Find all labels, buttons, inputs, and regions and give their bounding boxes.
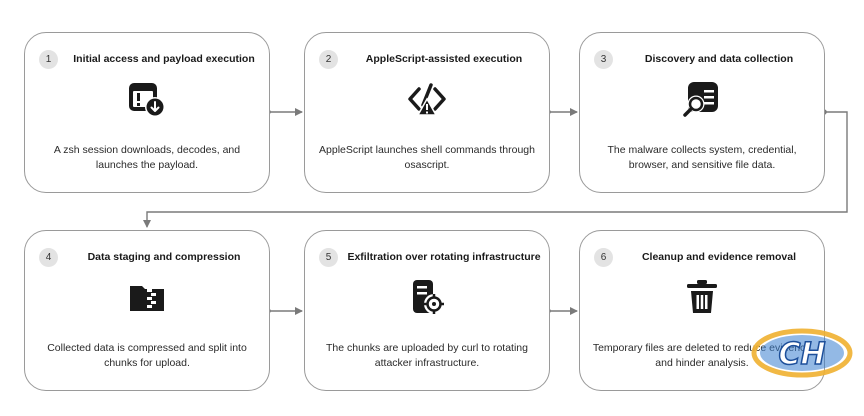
step-title: Discovery and data collection (644, 53, 794, 65)
step-number-badge: 6 (594, 248, 613, 267)
step-card-4: 4 Data staging and compression Collected… (24, 230, 270, 391)
step-card-1: 1 Initial access and payload execution A… (24, 32, 270, 193)
step-description: A zsh session downloads, decodes, and la… (53, 144, 241, 171)
step-title: Cleanup and evidence removal (641, 251, 797, 263)
step-number-badge: 3 (594, 50, 613, 69)
step-description: Collected data is compressed and split i… (47, 342, 247, 369)
step-title: Data staging and compression (87, 251, 241, 263)
step-description: The chunks are uploaded by curl to rotat… (326, 342, 528, 369)
step-title: Initial access and payload execution (73, 53, 255, 65)
step-description: The malware collects system, credential,… (607, 144, 797, 171)
step-number-badge: 2 (319, 50, 338, 69)
server-target-icon (407, 277, 447, 317)
step-title: Exfiltration over rotating infrastructur… (347, 251, 541, 263)
code-warning-icon (407, 79, 447, 119)
watermark-text: CH (778, 337, 825, 372)
step-card-2: 2 AppleScript-assisted execution AppleSc… (304, 32, 550, 193)
step-number-badge: 4 (39, 248, 58, 267)
zip-folder-icon (127, 277, 167, 317)
step-number-badge: 5 (319, 248, 338, 267)
watermark-logo: CH (750, 320, 854, 386)
trash-icon (682, 277, 722, 317)
step-number-badge: 1 (39, 50, 58, 69)
download-window-icon (127, 79, 167, 119)
step-description: AppleScript launches shell commands thro… (319, 144, 535, 171)
connector-4-5 (265, 307, 303, 315)
step-title: AppleScript-assisted execution (365, 53, 523, 65)
step-card-3: 3 Discovery and data collection The malw… (579, 32, 825, 193)
search-list-icon (682, 79, 722, 119)
connector-1-2 (265, 108, 303, 116)
step-card-5: 5 Exfiltration over rotating infrastruct… (304, 230, 550, 391)
